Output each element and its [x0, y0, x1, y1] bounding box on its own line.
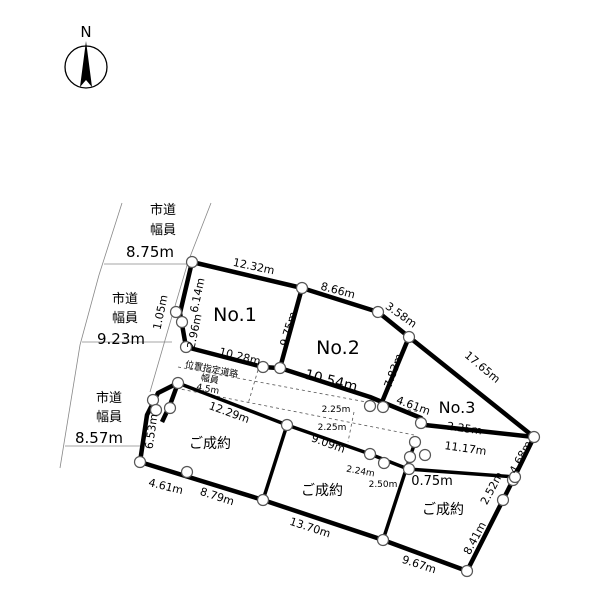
dim-4-68: 4.68m — [507, 439, 535, 476]
dim-2-24: 2.24m — [345, 465, 375, 480]
road-label-1: 市道 幅員 8.75m — [126, 202, 176, 261]
dim-10-28: 10.28m — [218, 345, 262, 368]
svg-text:幅員: 幅員 — [200, 371, 220, 386]
svg-text:市道: 市道 — [112, 291, 138, 307]
dimension-labels: 12.32m 8.66m 3.58m 17.65m 6.14m 1.05m 2.… — [143, 256, 535, 576]
road-label-3: 市道 幅員 8.57m — [75, 390, 123, 447]
lot-2-south-edge — [279, 365, 383, 405]
front-divider-1 — [261, 424, 289, 501]
dim-3-58: 3.58m — [383, 300, 419, 331]
svg-text:市道: 市道 — [96, 390, 122, 406]
compass-label: N — [80, 23, 91, 41]
lot-1-2-divider — [277, 287, 305, 369]
private-road-label: 位置指定道路 幅員 4.5m — [184, 358, 239, 397]
dim-1-05: 1.05m — [151, 294, 171, 331]
lot-label-no3: No.3 — [439, 398, 476, 417]
site-boundary — [137, 259, 537, 574]
lot-label-sold-3: ご成約 — [422, 502, 464, 518]
dim-0-75: 0.75m — [411, 474, 453, 489]
svg-text:8.57m: 8.57m — [75, 429, 123, 447]
svg-text:幅員: 幅員 — [96, 410, 122, 425]
lot-label-sold-2: ご成約 — [301, 483, 343, 499]
lot-label-no2: No.2 — [316, 337, 360, 359]
dim-2-25-b: 2.25m — [318, 423, 347, 433]
dim-9-75: 9.75m — [278, 310, 300, 347]
dim-2-50: 2.50m — [369, 480, 398, 490]
dim-9-09: 9.09m — [309, 432, 347, 456]
svg-text:市道: 市道 — [150, 202, 176, 218]
dim-4-61-bottom: 4.61m — [147, 476, 184, 497]
dim-6-53: 6.53m — [143, 413, 161, 450]
lot-label-no1: No.1 — [213, 304, 257, 326]
dim-2-96: 2.96m — [185, 313, 205, 350]
lot-label-sold-1: ご成約 — [189, 436, 231, 452]
dim-2-25-c: 2.25m — [446, 420, 483, 438]
svg-text:4.5m: 4.5m — [195, 383, 220, 397]
svg-text:8.75m: 8.75m — [126, 243, 174, 261]
svg-text:幅員: 幅員 — [150, 223, 176, 238]
road-label-2: 市道 幅員 9.23m — [97, 291, 145, 348]
svg-text:9.23m: 9.23m — [97, 330, 145, 348]
dim-11-17: 11.17m — [444, 439, 488, 458]
dim-10-54: 10.54m — [303, 367, 359, 396]
dim-6-14: 6.14m — [188, 277, 208, 314]
survey-points — [133, 255, 541, 578]
svg-text:幅員: 幅員 — [112, 311, 138, 326]
dim-7-83: 7.83m — [382, 352, 406, 390]
dim-17-65: 17.65m — [462, 349, 503, 386]
north-arrow: N — [64, 23, 108, 89]
road-edges — [59, 202, 212, 469]
north-arrow-icon — [80, 41, 92, 87]
dim-2-25-a: 2.25m — [322, 405, 351, 415]
lot-2-3-divider — [379, 336, 412, 403]
